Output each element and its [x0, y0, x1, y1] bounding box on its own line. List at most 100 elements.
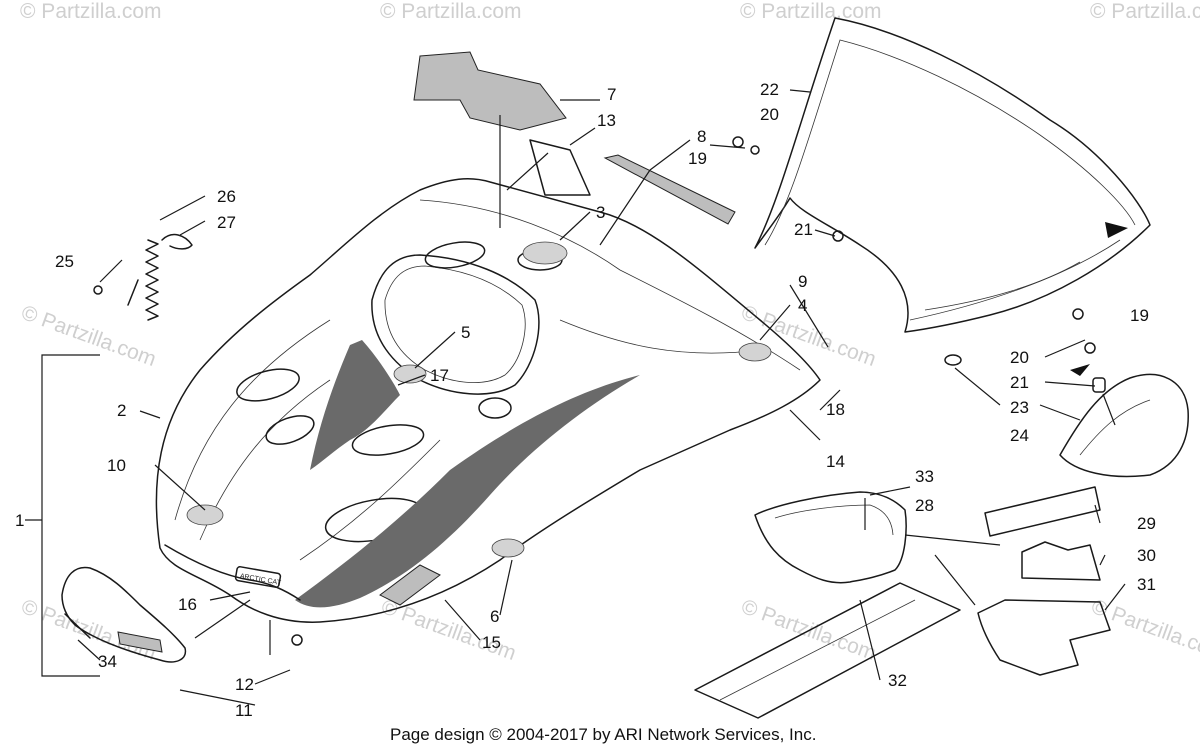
callout-5[interactable]: 5 [461, 323, 470, 342]
lead-line [1044, 381, 1096, 387]
windshield-assembly [732, 17, 1151, 333]
bumper-11 [61, 566, 187, 663]
well-nut-21 [1092, 377, 1106, 393]
spring-26 [145, 239, 159, 321]
callout-18[interactable]: 18 [826, 400, 845, 419]
watermark: © Partzilla.com [20, 0, 162, 23]
hood-contour [174, 319, 331, 521]
side-decal-15 [295, 375, 640, 608]
callout-23[interactable]: 23 [1010, 398, 1029, 417]
belly-pan-inner [774, 504, 894, 536]
decal-10 [186, 504, 224, 526]
callout-25[interactable]: 25 [55, 252, 74, 271]
callout-16[interactable]: 16 [178, 595, 197, 614]
lead-line [789, 89, 811, 93]
lead-line [254, 669, 291, 685]
callout-2[interactable]: 2 [117, 401, 126, 420]
lead-line [759, 304, 791, 341]
grommet-23 [944, 354, 962, 366]
callout-9[interactable]: 9 [798, 272, 807, 291]
callout-28[interactable]: 28 [915, 496, 934, 515]
lead-line [154, 464, 206, 511]
hood-vent [478, 397, 512, 419]
callout-11[interactable]: 11 [235, 701, 253, 720]
hood-contour [419, 199, 801, 371]
screw-19 [750, 145, 760, 155]
bottom-parts [694, 486, 1111, 719]
lead-line [1094, 504, 1101, 524]
callout-33[interactable]: 33 [915, 467, 934, 486]
lead-line [859, 599, 881, 681]
callout-26[interactable]: 26 [217, 187, 236, 206]
lead-line [599, 169, 651, 246]
lead-line [709, 144, 746, 149]
callout-21[interactable]: 21 [1010, 373, 1029, 392]
callout-6[interactable]: 6 [490, 607, 499, 626]
callout-3[interactable]: 3 [596, 203, 605, 222]
lead-line [209, 591, 251, 601]
lead-line [414, 331, 456, 369]
spring-rod [127, 279, 139, 306]
callout-19[interactable]: 19 [1130, 306, 1149, 325]
bumper-vent [117, 631, 163, 653]
watermark: © Partzilla.com [378, 595, 519, 665]
mirror-24 [1059, 373, 1189, 478]
lead-line [559, 211, 591, 241]
callout-13[interactable]: 13 [597, 111, 616, 130]
callout-31[interactable]: 31 [1137, 575, 1156, 594]
lead-line [159, 195, 206, 221]
callout-17[interactable]: 17 [430, 366, 449, 385]
lead-line [179, 220, 206, 236]
callout-24[interactable]: 24 [1010, 426, 1029, 445]
callout-1[interactable]: 1 [15, 511, 24, 530]
latch-spring-assembly [93, 233, 193, 321]
windshield-trim [909, 239, 1121, 321]
rivet-12 [291, 634, 303, 646]
callout-10[interactable]: 10 [107, 456, 126, 475]
callout-14[interactable]: 14 [826, 452, 845, 471]
decal-7 [413, 51, 567, 131]
watermark: © Partzilla.com [18, 301, 159, 371]
washer-20 [732, 136, 744, 148]
lead-line [499, 559, 513, 616]
lead-line [934, 554, 976, 606]
windshield-inner-edge [764, 39, 1136, 246]
right-hardware [944, 308, 1189, 478]
callout-4[interactable]: 4 [798, 296, 807, 315]
lead-line [819, 389, 841, 411]
lead-line [1102, 393, 1116, 426]
callout-30[interactable]: 30 [1137, 546, 1156, 565]
callout-34[interactable]: 34 [98, 652, 117, 671]
callout-27[interactable]: 27 [217, 213, 236, 232]
lead-line [179, 689, 256, 706]
callout-32[interactable]: 32 [888, 671, 907, 690]
rivet-34 [64, 613, 91, 639]
decal-5 [393, 364, 427, 384]
callout-12[interactable]: 12 [235, 675, 254, 694]
callout-29[interactable]: 29 [1137, 514, 1156, 533]
top-decals [413, 51, 736, 225]
callout-8[interactable]: 8 [697, 127, 706, 146]
callout-20[interactable]: 20 [760, 105, 779, 124]
lead-line [649, 139, 691, 171]
callout-15[interactable]: 15 [482, 633, 501, 652]
lead-line [139, 410, 161, 419]
arrow-marker-icon [1070, 364, 1090, 376]
lead-line [1104, 583, 1126, 611]
lead-line [1039, 404, 1081, 421]
tunnel-plate-32 [694, 582, 961, 719]
screw-25 [93, 285, 103, 295]
lead-line [569, 127, 596, 146]
callout-20[interactable]: 20 [1010, 348, 1029, 367]
lead-line [506, 152, 549, 191]
leader-lines [25, 89, 1126, 706]
lead-line [789, 409, 821, 441]
callout-22[interactable]: 22 [760, 80, 779, 99]
hood-logo-plate [234, 566, 282, 588]
callout-7[interactable]: 7 [607, 85, 616, 104]
tunnel-plate-edge [719, 599, 916, 701]
callout-19[interactable]: 19 [688, 149, 707, 168]
callout-21[interactable]: 21 [794, 220, 813, 239]
callouts: 1 2 3 4 5 6 7 8 9 10 11 12 13 14 15 16 1… [15, 80, 1156, 720]
watermark: © Partzilla.com [380, 0, 522, 23]
